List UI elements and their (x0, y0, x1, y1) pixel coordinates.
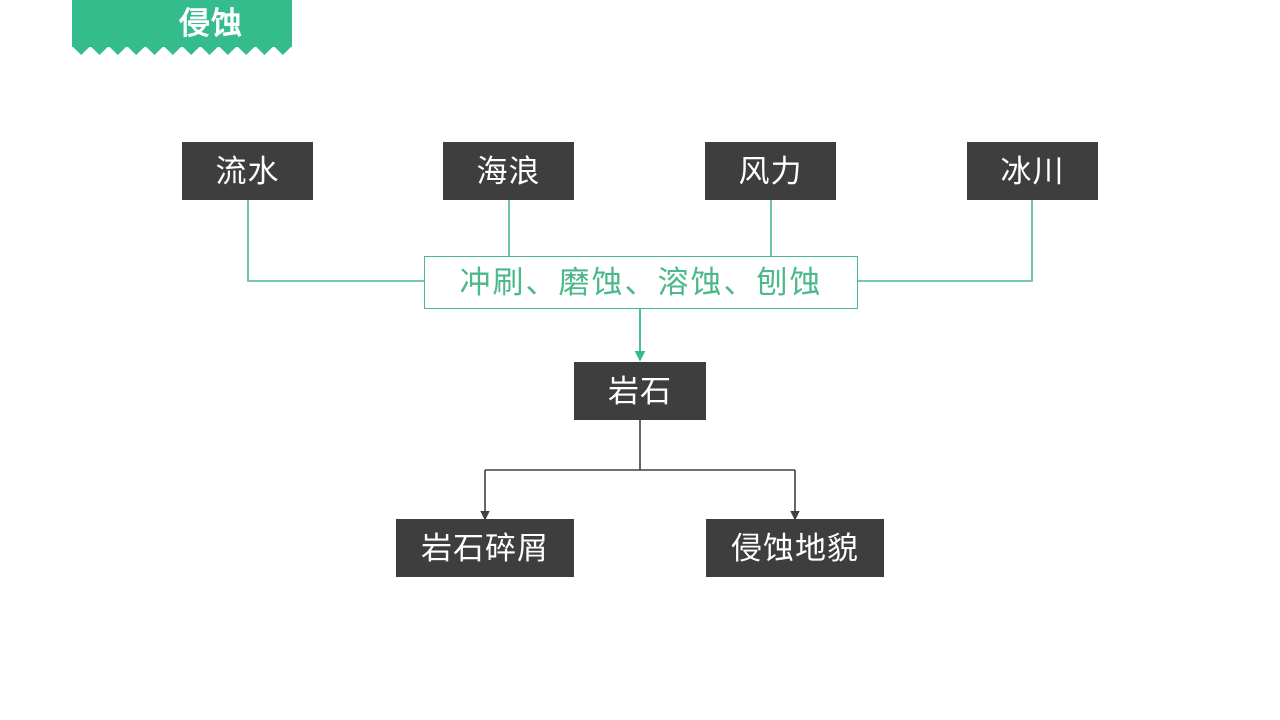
node-suixie-label: 岩石碎屑 (421, 530, 549, 566)
node-fengli-label: 风力 (738, 153, 803, 189)
node-yanshi-label: 岩石 (608, 373, 672, 409)
node-liushui-label: 流水 (215, 153, 280, 189)
wire-liushui-to-process (247, 200, 424, 282)
node-bingchuan-label: 冰川 (1000, 153, 1065, 189)
node-fengli[interactable]: 风力 (705, 142, 836, 200)
node-dimao[interactable]: 侵蚀地貌 (706, 519, 884, 577)
node-process-label: 冲刷、磨蚀、溶蚀、刨蚀 (459, 265, 823, 300)
node-hailang-label: 海浪 (476, 153, 541, 189)
node-yanshi[interactable]: 岩石 (574, 362, 706, 420)
node-process[interactable]: 冲刷、磨蚀、溶蚀、刨蚀 (424, 256, 858, 309)
banner-zigzag-edge (72, 46, 292, 55)
title-banner: 侵蚀 (72, 0, 292, 56)
node-dimao-label: 侵蚀地貌 (731, 530, 859, 566)
node-liushui[interactable]: 流水 (182, 142, 313, 200)
node-hailang[interactable]: 海浪 (443, 142, 574, 200)
node-suixie[interactable]: 岩石碎屑 (396, 519, 574, 577)
banner-background (72, 0, 292, 47)
node-bingchuan[interactable]: 冰川 (967, 142, 1098, 200)
wire-bingchuan-to-process (858, 200, 1033, 282)
banner-title: 侵蚀 (179, 6, 243, 41)
